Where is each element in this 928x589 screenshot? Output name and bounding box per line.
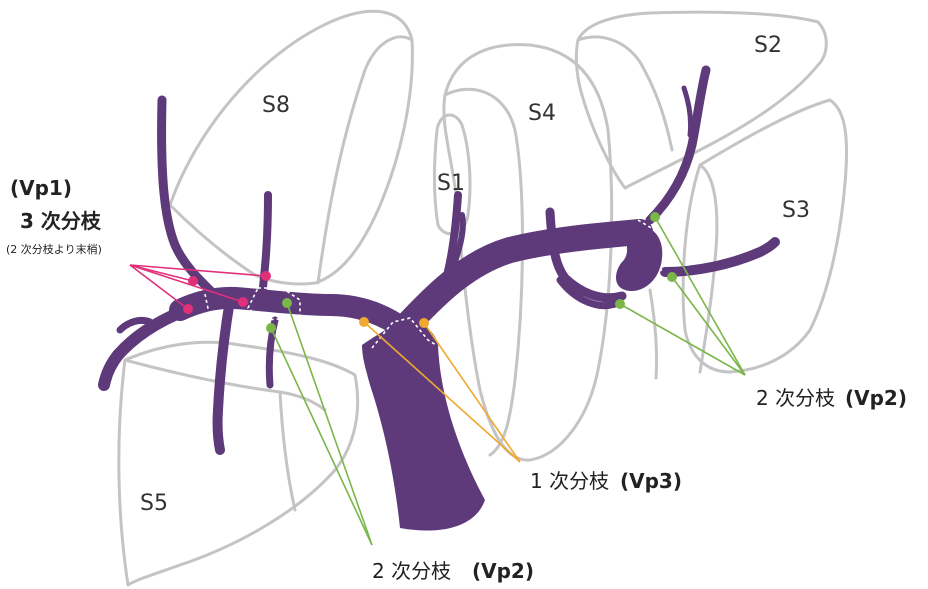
branch-s2[interactable] — [645, 65, 711, 225]
segment-s8-inner-edge — [316, 35, 414, 285]
umbilical-portion — [616, 224, 663, 292]
segment-s5-inner-edge — [123, 358, 327, 412]
leader-secondary-bottom-1 — [286, 302, 373, 546]
leader-secondary-right-1 — [654, 216, 746, 376]
annotation-vp2-bottom-label: 2 次分枝 — [372, 559, 451, 583]
annotation-vp2-right-label: 2 次分枝 — [756, 386, 835, 410]
marker-secondary-5[interactable] — [615, 299, 625, 309]
branch-s4-loop — [556, 276, 624, 310]
annotation-vp1-sub: (2 次分枝より末梢) — [6, 242, 102, 256]
segment-s3-outline — [681, 98, 849, 374]
portal-vein-main-trunk — [362, 318, 485, 531]
leader-secondary-bottom-2 — [270, 327, 373, 546]
boundary-primary — [371, 317, 437, 349]
marker-primary-1[interactable] — [359, 317, 369, 327]
leader-tertiary-1 — [129, 264, 267, 277]
marker-secondary-2[interactable] — [266, 323, 276, 333]
leader-lines — [129, 216, 746, 546]
annotation-vp1-label: 3 次分枝 — [20, 209, 102, 233]
annotation-vp2-bottom-code: (Vp2) — [472, 559, 534, 583]
branch-markers — [183, 212, 677, 333]
branch-s1-lower — [447, 212, 466, 278]
marker-tertiary-1[interactable] — [261, 271, 271, 281]
segment-s5-outline — [117, 340, 360, 587]
segment-s1-outline — [433, 113, 472, 236]
branch-s8-dorsal[interactable] — [157, 95, 225, 305]
segment-s3-inner-edge — [698, 163, 719, 374]
marker-tertiary-4[interactable] — [183, 304, 193, 314]
branch-s5-lateral[interactable] — [212, 295, 235, 455]
leader-tertiary-3 — [129, 264, 244, 303]
segment-s5-fold-edge — [278, 390, 297, 512]
segment-s2-outline — [574, 10, 828, 190]
segment-outlines — [117, 9, 849, 587]
branch-right-lateral[interactable] — [98, 299, 206, 391]
marker-secondary-3[interactable] — [650, 212, 660, 222]
marker-secondary-1[interactable] — [282, 298, 292, 308]
marker-tertiary-3[interactable] — [238, 297, 248, 307]
right-portal-vein[interactable] — [169, 286, 416, 341]
gray-vessel — [648, 288, 659, 380]
branch-s1[interactable] — [436, 191, 462, 304]
segment-label-s3: S3 — [782, 198, 810, 223]
branch-right-lateral-upper — [116, 316, 154, 334]
leader-primary-2 — [423, 322, 521, 463]
branch-boundaries — [204, 219, 666, 349]
annotation-vp2-right-code: (Vp2) — [845, 386, 907, 410]
marker-primary-2[interactable] — [419, 318, 429, 328]
annotation-vp3-code: (Vp3) — [620, 469, 682, 493]
branch-s3[interactable] — [660, 237, 780, 277]
leader-primary-1 — [363, 321, 521, 463]
segment-label-s5: S5 — [140, 491, 168, 516]
branch-s8-ventral[interactable] — [258, 191, 272, 300]
segment-s2-inner-edge — [576, 35, 674, 152]
segment-label-s2: S2 — [754, 33, 782, 58]
segment-label-s4: S4 — [528, 101, 556, 126]
leader-tertiary-4 — [129, 264, 189, 310]
segment-label-s8: S8 — [262, 93, 290, 118]
marker-tertiary-2[interactable] — [188, 276, 198, 286]
boundary-tertiary — [204, 293, 211, 319]
portal-vein — [98, 65, 780, 531]
annotation-vp1-code: (Vp1) — [10, 176, 72, 200]
boundary-secondary-left — [637, 219, 666, 283]
annotation-vp3-label: 1 次分枝 — [530, 469, 609, 493]
branch-s4-inferior[interactable] — [545, 207, 627, 303]
marker-secondary-4[interactable] — [667, 272, 677, 282]
branch-s2-tip — [681, 85, 693, 138]
segment-s4-inner-edge — [443, 87, 524, 457]
boundary-secondary-right — [247, 287, 301, 321]
leader-secondary-right-2 — [671, 276, 746, 376]
leader-secondary-right-3 — [619, 303, 746, 376]
